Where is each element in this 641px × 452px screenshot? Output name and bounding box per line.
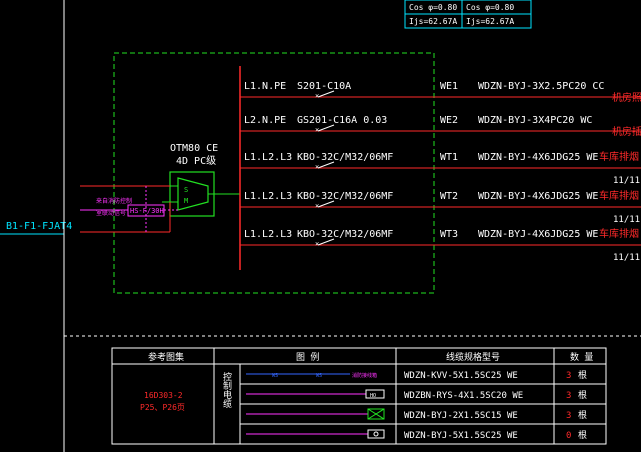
legend-junction-box: 消防接线箱 [352,372,377,379]
fire-box-label: HS-F/30H [130,207,164,215]
circuit-id: WT1 [440,152,458,163]
breaker-mark: × [315,163,319,171]
breaker-contact [317,238,335,246]
svg-text:HO: HO [370,393,376,399]
breaker-mark: × [315,126,319,134]
circuit-load: 机房照 [612,91,641,104]
breaker-contact [317,200,335,208]
circuit-load: 车库排烟 [599,227,639,240]
transfer-switch-symbol: S M [162,171,240,217]
spec-qty: 3 [566,411,571,421]
circuit-cable: WDZN-BYJ-3X2.5PC20 CC [478,81,604,92]
circuit-phases: L1.N.PE [244,81,286,92]
distribution-box-outline [113,52,435,294]
circuit-cable: WDZN-BYJ-4X6JDG25 WE [478,229,598,240]
legend-ws-2: WS [316,373,322,379]
spec-text: WDZBN-RYS-4X1.5SC20 WE [404,391,523,401]
breaker-mark: × [315,240,319,248]
circuit-breaker: GS201-C16A 0.03 [297,115,387,126]
circuit-phases: L1.L2.L3 [244,152,292,163]
spec-unit: 根 [578,369,587,381]
header-spec: 线缆规格型号 [446,351,500,363]
circuit-id: WT2 [440,191,458,202]
ref-line1: 16D303-2 [144,391,183,400]
circuit-load: 车库排烟 [599,150,639,163]
breaker-contact [317,161,335,169]
circuit-cable: WDZN-BYJ-4X6JDG25 WE [478,191,598,202]
breaker-mark: × [315,202,319,210]
circuit-load: 机房插 [612,125,641,138]
circuit-phases: L1.L2.L3 [244,229,292,240]
circuit-row: × L1.L2.L3 KBO-32C/M32/06MF WT2 WDZN-BYJ-4X6… [240,189,641,225]
circuit-power: 11/11kW [613,176,641,186]
fire-signal-group: 来自消防控制 室联动信号 HS-F/30H [80,186,178,232]
spec-text: WDZN-KVV-5X1.5SC25 WE [404,371,518,381]
circuit-power: 11/11kW [613,215,641,225]
svg-text:M: M [184,197,188,205]
legend-ws-1: WS [272,373,278,379]
circuit-breaker: KBO-32C/M32/06MF [297,191,393,202]
spec-unit: 根 [578,389,587,401]
panel-id-label: B1-F1-FJAT4 [0,221,72,235]
spec-text: WDZN-BYJ-5X1.5SC25 WE [404,431,518,441]
outgoing-circuits: × L1.N.PE S201-C10A WE1 WDZN-BYJ-3X2.5PC20 C… [240,81,641,263]
circuit-load: 车库排烟 [599,189,639,202]
circuit-breaker: S201-C10A [297,81,351,92]
circuit-row: × L2.N.PE GS201-C16A 0.03 WE2 WDZN-BYJ-3X4PC… [240,115,641,138]
spec-unit: 根 [578,429,587,441]
spec-qty: 0 [566,431,571,441]
circuit-id: WE1 [440,81,458,92]
circuit-row: × L1.N.PE S201-C10A WE1 WDZN-BYJ-3X2.5PC20 C… [240,81,641,104]
control-cable-label: 控制电缆 [221,371,232,409]
spec-unit: 根 [578,409,587,421]
cos-left: Cos φ=0.80 [409,3,457,12]
circuit-phases: L2.N.PE [244,115,286,126]
header-qty: 数 量 [570,351,593,363]
top-info-table: Cos φ=0.80 Cos φ=0.80 Ijs=62.67A Ijs=62.… [404,0,532,29]
switch-name: OTM80 CE [170,143,218,154]
header-legend: 图 例 [296,351,319,363]
spec-qty: 3 [566,371,571,381]
circuit-power: 11/11kW [613,253,641,263]
svg-text:S: S [184,186,188,194]
circuit-id: WT3 [440,229,458,240]
circuit-breaker: KBO-32C/M32/06MF [297,152,393,163]
circuit-cable: WDZN-BYJ-3X4PC20 WC [478,115,592,126]
cos-right: Cos φ=0.80 [466,3,514,12]
circuit-cable: WDZN-BYJ-4X6JDG25 WE [478,152,598,163]
circuit-phases: L1.L2.L3 [244,191,292,202]
panel-id-text: B1-F1-FJAT4 [6,221,72,232]
circuit-id: WE2 [440,115,458,126]
breaker-mark: × [315,92,319,100]
fire-signal-line1: 来自消防控制 [96,197,132,205]
fire-signal-line2: 室联动信号 [96,209,126,217]
circuit-row: × L1.L2.L3 KBO-32C/M32/06MF WT3 WDZN-BYJ-4X6… [240,227,641,263]
breaker-contact [317,124,335,132]
switch-type: 4D PC级 [176,155,216,167]
ijs-left: Ijs=62.67A [409,17,457,26]
spec-text: WDZN-BYJ-2X1.5SC15 WE [404,411,518,421]
circuit-row: × L1.L2.L3 KBO-32C/M32/06MF WT1 WDZN-BYJ-4X6… [240,150,641,186]
spec-qty: 3 [566,391,571,401]
ref-line2: P25、P26页 [140,403,185,412]
header-ref: 参考图集 [148,351,184,363]
breaker-contact [317,90,335,98]
material-table: 参考图集 图 例 线缆规格型号 数 量 16D303-2 P25、P26页 控制… [111,347,607,445]
circuit-breaker: KBO-32C/M32/06MF [297,229,393,240]
ijs-right: Ijs=62.67A [466,17,514,26]
